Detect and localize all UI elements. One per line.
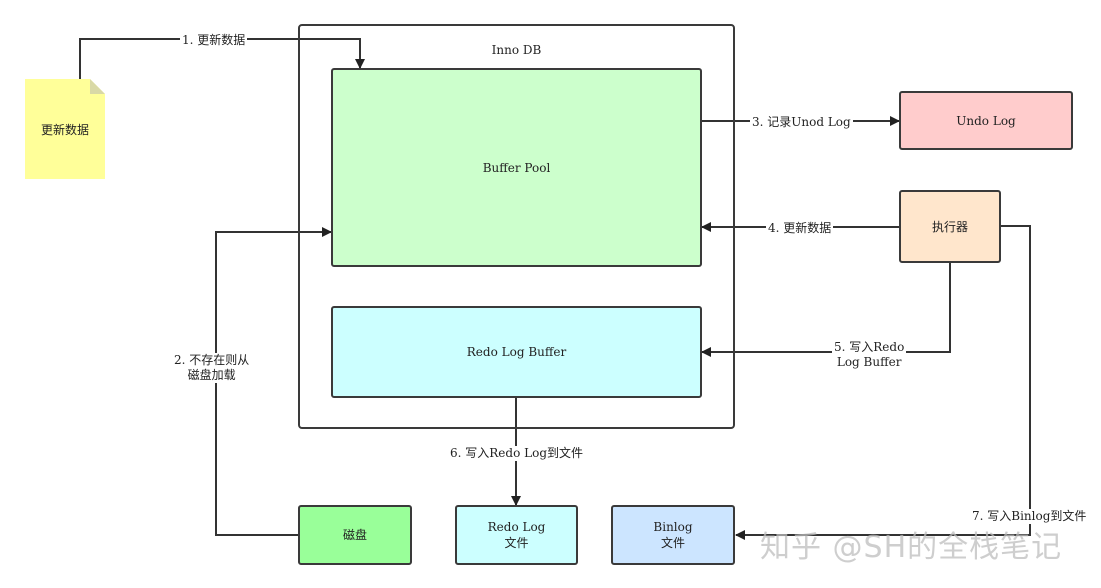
executor-label: 执行器: [931, 219, 968, 234]
update-data-note: 更新数据: [25, 79, 105, 179]
note-shape: [25, 79, 105, 179]
redo-log-buffer-label: Redo Log Buffer: [466, 345, 567, 359]
edge-5-label: 5. 写入Redo Log Buffer: [832, 340, 907, 370]
undo-log-label: Undo Log: [956, 113, 1016, 128]
edge-7-label: 7. 写入Binlog到文件: [970, 509, 1089, 524]
edge-6-label: 6. 写入Redo Log到文件: [448, 446, 585, 461]
edge-4-label: 4. 更新数据: [766, 221, 834, 236]
edge-5-line: [701, 262, 951, 357]
innodb-title: Inno DB: [491, 43, 542, 57]
redo-log-file-node: Redo Log 文件: [455, 505, 578, 565]
note-label: 更新数据: [40, 122, 89, 137]
redo-log-buffer-node: Redo Log Buffer: [331, 306, 702, 398]
buffer-pool-node: Buffer Pool: [331, 68, 702, 267]
note-fold: [90, 79, 105, 94]
edge-2-label: 2. 不存在则从 磁盘加载: [172, 353, 252, 383]
edge-7-line: [735, 225, 1031, 540]
disk-node: 磁盘: [298, 505, 412, 565]
note-body: [25, 79, 105, 179]
edge-3-label: 3. 记录Unod Log: [750, 115, 853, 130]
undo-log-node: Undo Log: [899, 91, 1073, 150]
watermark: 知乎 @SH的全栈笔记: [760, 530, 1063, 565]
binlog-file-label: Binlog 文件: [653, 520, 693, 550]
buffer-pool-label: Buffer Pool: [482, 160, 551, 175]
disk-label: 磁盘: [342, 528, 367, 542]
binlog-file-node: Binlog 文件: [611, 505, 735, 565]
redo-log-file-label: Redo Log 文件: [487, 520, 546, 550]
innodb-container: Inno DB: [298, 24, 735, 429]
edge-1-label: 1. 更新数据: [180, 33, 248, 48]
edge-2-line: [215, 227, 332, 536]
executor-node: 执行器: [899, 190, 1001, 263]
